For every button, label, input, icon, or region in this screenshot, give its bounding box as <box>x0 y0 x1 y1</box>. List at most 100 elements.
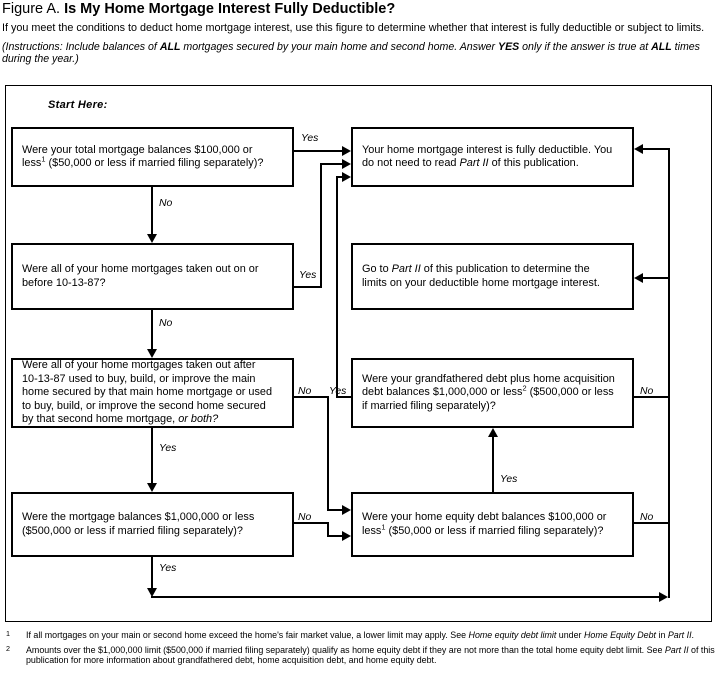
edge-label-q3-no: No <box>298 386 312 397</box>
edge-label-q1-yes: Yes <box>301 133 319 144</box>
edge-q5-yes-line-v <box>336 176 338 397</box>
return-rail-arrowhead-into-result <box>634 144 643 154</box>
figure-header: Figure A. Is My Home Mortgage Interest F… <box>0 0 721 65</box>
q4-line-1: Were the mortgage balances $1,000,000 or… <box>22 511 255 524</box>
footnote-2-marker: 2 <box>6 643 10 653</box>
q6-footnote-ref: 1 <box>381 521 386 531</box>
figure-title: Is My Home Mortgage Interest Fully Deduc… <box>64 1 396 17</box>
edge-q5-no-line-h2 <box>643 277 670 279</box>
edge-q3-no-line-h1 <box>294 396 329 398</box>
edge-label-q5-no: No <box>640 386 654 397</box>
decision-node-q3-text: Were all of your home mortgages taken ou… <box>22 359 272 426</box>
q5-footnote-ref: 2 <box>522 383 527 393</box>
q1-line-2a: less <box>22 157 42 169</box>
start-here-label: Start Here: <box>48 99 108 111</box>
decision-node-q1-text: Were your total mortgage balances $100,0… <box>22 144 263 171</box>
q2-line-1: Were all of your home mortgages taken ou… <box>22 263 259 276</box>
q5-line-1: Were your grandfathered debt plus home a… <box>362 372 615 385</box>
bottom-return-line <box>151 596 659 598</box>
intro-paragraph: If you meet the conditions to deduct hom… <box>2 22 705 34</box>
q5-line-2a: debt balances $1,000,000 or less <box>362 386 523 399</box>
decision-node-q4-text: Were the mortgage balances $1,000,000 or… <box>22 511 254 538</box>
q3-line-5a: by that second home mortgage, <box>22 413 179 426</box>
instructions-mid-2: only if the answer is true at <box>519 40 652 53</box>
r2-line-1a: Go to <box>362 263 392 276</box>
edge-label-q3-yes: Yes <box>159 443 177 454</box>
edge-q4-no-line-h2 <box>327 535 342 537</box>
result-node-fully-deductible-text: Your home mortgage interest is fully ded… <box>362 144 612 171</box>
footnote-2-pre: Amounts over the $1,000,000 limit ($500,… <box>26 644 665 655</box>
edge-q6-no-line-h <box>634 522 670 524</box>
edge-label-q1-no: No <box>159 198 173 209</box>
q2-line-2: before 10-13-87? <box>22 276 106 289</box>
q3-line-2: 10-13-87 used to buy, build, or improve … <box>22 372 256 385</box>
edge-label-q6-no: No <box>640 512 654 523</box>
q3-line-3: home secured by that main home mortgage … <box>22 386 273 399</box>
q5-line-2b: ($500,000 or less <box>526 386 614 399</box>
edge-q4-no-arrowhead <box>342 531 351 541</box>
instructions-end: times during the year.) <box>2 40 700 65</box>
decision-node-q4[interactable]: Were the mortgage balances $1,000,000 or… <box>11 492 294 557</box>
edge-q3-no-arrowhead <box>342 505 351 515</box>
r2-part-ii: Part II <box>391 263 421 276</box>
decision-node-q5[interactable]: Were your grandfathered debt plus home a… <box>351 358 634 428</box>
edge-q2-no-arrowhead <box>147 349 157 358</box>
footnote-2: 2 Amounts over the $1,000,000 limit ($500… <box>0 643 721 666</box>
footnote-2-mid: of this publication for more information… <box>26 644 715 666</box>
edge-q3-yes-line <box>151 428 153 483</box>
result-node-go-to-part-ii-text: Go to Part II of this publication to det… <box>362 263 600 290</box>
decision-node-q2-text: Were all of your home mortgages taken ou… <box>22 263 259 290</box>
q1-line-1: Were your total mortgage balances $100,0… <box>22 143 253 156</box>
edge-q2-yes-arrowhead <box>342 159 351 169</box>
edge-q5-yes-line-h2 <box>336 176 342 178</box>
edge-q2-yes-line-h2 <box>320 163 342 165</box>
r1-part-ii: Part II <box>459 157 489 169</box>
r2-line-1b: of this publication to determine the <box>420 263 590 276</box>
page-title: Figure A. Is My Home Mortgage Interest F… <box>0 0 721 18</box>
edge-q2-no-line <box>151 310 153 349</box>
result-node-go-to-part-ii[interactable]: Go to Part II of this publication to det… <box>351 243 634 310</box>
edge-label-q5-yes: Yes <box>329 386 347 397</box>
flowchart-frame <box>5 85 712 622</box>
decision-node-q6[interactable]: Were your home equity debt balances $100… <box>351 492 634 557</box>
instructions-paragraph: (Instructions: Include balances of ALL m… <box>0 35 721 66</box>
instructions-all-2: ALL <box>651 40 672 53</box>
q3-line-1: Were all of your home mortgages taken ou… <box>22 359 256 372</box>
instructions-yes: YES <box>498 40 520 53</box>
figure-label: Figure A. <box>2 1 61 17</box>
edge-q1-yes-arrowhead <box>342 146 351 156</box>
footnote-1-marker: 1 <box>6 629 10 638</box>
footnote-1-mid: under <box>556 630 584 640</box>
decision-node-q6-text: Were your home equity debt balances $100… <box>362 511 606 538</box>
edge-q1-no-line <box>151 187 153 234</box>
footnote-1-end: . <box>691 630 695 640</box>
result-node-fully-deductible[interactable]: Your home mortgage interest is fully ded… <box>351 127 634 187</box>
instructions-all-1: ALL <box>159 40 181 53</box>
decision-node-q2[interactable]: Were all of your home mortgages taken ou… <box>11 243 294 310</box>
edge-q2-yes-line-h1 <box>294 286 322 288</box>
q4-line-2: ($500,000 or less if married filing sepa… <box>22 524 243 537</box>
edge-label-q4-yes: Yes <box>159 563 177 574</box>
footnote-1-post: in <box>656 630 668 640</box>
r1-line-2a: do not need to read <box>362 157 460 169</box>
edge-q1-no-arrowhead <box>147 234 157 243</box>
edge-q3-yes-arrowhead <box>147 483 157 492</box>
return-rail-top-h <box>643 148 670 150</box>
edge-q6-yes-arrowhead <box>488 428 498 437</box>
q1-footnote-ref: 1 <box>41 154 46 164</box>
edge-q3-no-line-h2 <box>327 509 342 511</box>
edge-label-q6-yes: Yes <box>500 474 518 485</box>
decision-node-q1[interactable]: Were your total mortgage balances $100,0… <box>11 127 294 187</box>
footnote-1-italic-1: Home equity debt limit <box>468 630 557 640</box>
footnote-1-italic-3: Part II <box>667 630 692 640</box>
edge-q3-no-line-v <box>327 396 329 510</box>
edge-q4-yes-line-v <box>151 557 153 595</box>
edge-q5-no-arrowhead <box>634 273 643 283</box>
edge-label-q2-no: No <box>159 318 173 329</box>
q6-line-1: Were your home equity debt balances $100… <box>362 511 607 524</box>
edge-q6-yes-line <box>492 437 494 492</box>
edge-q5-no-line-h1 <box>634 396 670 398</box>
decision-node-q3[interactable]: Were all of your home mortgages taken ou… <box>11 358 294 428</box>
